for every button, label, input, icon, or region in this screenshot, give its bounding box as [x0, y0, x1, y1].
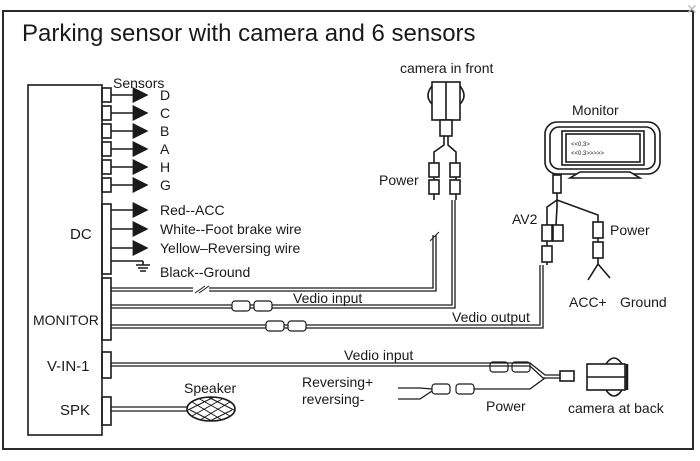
diagram-frame: [2, 10, 694, 450]
connectors: [231, 300, 531, 395]
monitor-port-label: MONITOR: [33, 312, 99, 328]
reversing-pos-label: Reversing+: [302, 374, 374, 390]
speaker-wire: [111, 406, 187, 412]
wire-video-input-rear: [111, 362, 570, 379]
sensor-c: C: [160, 105, 171, 121]
video-input-rear-label: Vedio input: [344, 347, 414, 363]
monitor-screen-line-1: <<0.3>: [571, 142, 590, 148]
monitor-device: [541, 121, 661, 281]
dc-port: [101, 203, 112, 275]
front-power-label: Power: [379, 172, 419, 188]
front-camera-label: camera in front: [400, 60, 494, 76]
reversing-neg-label: reversing-: [302, 391, 365, 407]
vin-label: V-IN-1: [47, 358, 90, 375]
video-output-label: Vedio output: [452, 309, 530, 325]
speaker-icon: [186, 396, 236, 422]
wire-power-rear: [398, 377, 546, 400]
sensor-b: B: [160, 123, 170, 139]
spk-label: SPK: [60, 402, 91, 419]
wire-power-front: [111, 235, 437, 292]
spk-port: [101, 396, 112, 426]
av2-label: AV2: [512, 211, 538, 227]
acc-label: ACC+: [569, 294, 607, 310]
speaker-mesh: [187, 396, 235, 422]
rear-camera-label: camera at back: [568, 400, 664, 416]
close-icon[interactable]: ✕: [686, 1, 698, 17]
dc-label: DC: [70, 226, 92, 243]
monitor-port: [101, 277, 112, 341]
monitor-label: Monitor: [572, 102, 619, 118]
wire-white-brake: White--Foot brake wire: [160, 221, 302, 237]
wire-black-ground: Black--Ground: [160, 264, 251, 280]
diagram-title: Parking sensor with camera and 6 sensors: [22, 20, 476, 47]
sensor-arrows: [111, 87, 149, 193]
video-input-label: Vedio input: [293, 290, 363, 306]
control-box: [27, 84, 103, 436]
wire-yellow-reversing: Yellow–Reversing wire: [160, 240, 301, 256]
sensor-ports: [101, 87, 112, 193]
rear-camera: [559, 357, 629, 397]
ground-label: Ground: [620, 294, 667, 310]
vin-port: [101, 351, 112, 379]
sensor-d: D: [160, 87, 171, 103]
wire-red-acc: Red--ACC: [160, 202, 225, 218]
sensor-g: G: [160, 177, 171, 193]
sensor-a: A: [160, 141, 170, 157]
sensor-h: H: [160, 159, 171, 175]
monitor-screen-line-2: <<0.3>>>>>: [571, 151, 604, 157]
ground-icon: [111, 260, 150, 272]
wire-video-output: [111, 265, 544, 329]
sensors-label: Sensors: [113, 75, 165, 91]
wire-video-input: [111, 200, 456, 309]
rear-power-label: Power: [486, 398, 526, 414]
speaker-label: Speaker: [184, 380, 237, 396]
front-camera: [427, 81, 465, 200]
monitor-power-label: Power: [610, 222, 650, 238]
